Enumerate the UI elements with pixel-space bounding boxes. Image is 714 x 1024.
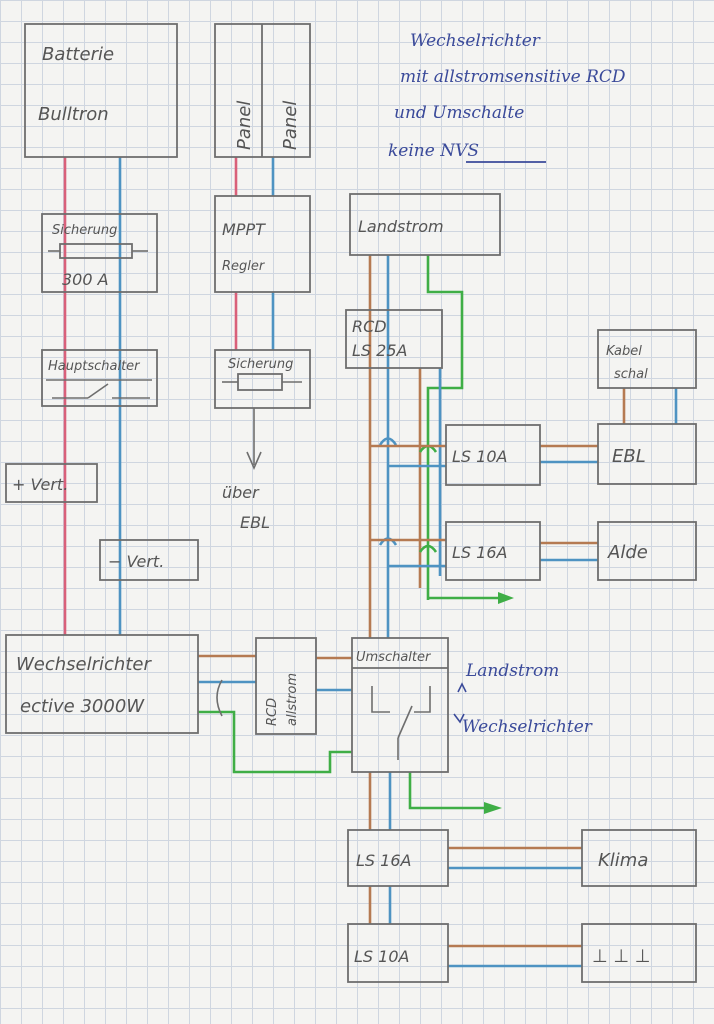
minus-dist-label: − Vert. [108, 552, 164, 571]
shore-power-box: Landstrom [349, 193, 501, 256]
hop-mark-3 [378, 537, 398, 546]
solar-fuse-label: Sicherung [228, 357, 293, 372]
hop-mark-4 [418, 544, 438, 553]
switch-note-top: Landstrom [465, 661, 559, 681]
shore-earth-wire [426, 255, 464, 600]
panel-1-label: Panel [234, 101, 255, 150]
battery-label-1: Batterie [42, 44, 114, 65]
ls-16a-box-2: LS 16A [347, 829, 449, 887]
ls-16a-label-1: LS 16A [452, 543, 507, 562]
hop-mark-1 [378, 437, 398, 446]
battery-label-2: Bulltron [38, 104, 109, 125]
mppt-label-1: MPPT [222, 220, 266, 239]
ls-10a-label-1: LS 10A [452, 447, 507, 466]
switch-contact-right [414, 686, 431, 713]
shore-power-label: Landstrom [358, 217, 444, 236]
alde-box: Alde [597, 521, 697, 581]
ebl-label: EBL [612, 446, 646, 467]
switch-note-bottom: Wechselrichter [462, 717, 593, 737]
ebl-arrowhead [246, 451, 262, 470]
panel-2-label: Panel [280, 101, 301, 150]
changeover-box: Umschalter [351, 637, 449, 773]
klima-label: Klima [598, 850, 648, 871]
sockets-symbol: ⊥ ⊥ ⊥ [592, 946, 650, 967]
solar-fuse-box: Sicherung [214, 349, 311, 409]
battery-box: Batterie Bulltron [24, 23, 178, 158]
note-line-3: und Umschalte [394, 103, 524, 123]
switch-blade [397, 705, 413, 739]
cable-drum-label-1: Kabel [606, 344, 642, 359]
rcd-ls-label-2: LS 25A [352, 341, 407, 360]
klima-box: Klima [581, 829, 697, 887]
panels-box: Panel Panel [214, 23, 311, 158]
ebl-note-2: EBL [240, 513, 270, 532]
main-fuse-rating: 300 A [62, 270, 109, 289]
ebl-note: über EBL [222, 483, 270, 532]
alde-label: Alde [607, 542, 648, 563]
ls-16a-label-2: LS 16A [356, 851, 411, 870]
ls-10a-box-2: LS 10A [347, 923, 449, 983]
inverter-earth-wire [198, 710, 352, 774]
plus-dist-label: + Vert. [12, 475, 68, 494]
main-switch-label: Hauptschalter [48, 359, 141, 374]
inverter-label-2: ective 3000W [20, 696, 145, 717]
earth-arrowhead-2 [484, 802, 502, 814]
earth-arrowhead-1 [498, 592, 514, 604]
main-fuse-label: Sicherung [52, 223, 117, 238]
ebl-box: EBL [597, 423, 697, 485]
note-line-1: Wechselrichter [410, 31, 541, 51]
ls-10a-box-1: LS 10A [445, 424, 541, 486]
switch-contact-left [371, 686, 390, 713]
ls-10a-label-2: LS 10A [354, 947, 409, 966]
up-arrow-icon [457, 682, 467, 693]
mppt-label-2: Regler [222, 259, 266, 274]
title-note: Wechselrichter mit allstromsensitive RCD… [388, 31, 626, 163]
dc-wires [63, 157, 275, 635]
minus-dist-box: − Vert. [99, 539, 199, 581]
rcd-ls-box: RCD LS 25A [345, 309, 443, 369]
sockets-box: ⊥ ⊥ ⊥ [581, 923, 697, 983]
inverter-box: Wechselrichter ective 3000W [5, 634, 199, 734]
cable-drum-label-2: schal [614, 367, 648, 382]
inverter-label-1: Wechselrichter [16, 654, 152, 675]
rcd-allstrom-label-2: allstrom [285, 673, 300, 726]
cable-drum-box: Kabel schal [597, 329, 697, 389]
mppt-box: MPPT Regler [214, 195, 311, 293]
plus-dist-box: + Vert. [5, 463, 98, 503]
switch-earth-out [408, 772, 486, 810]
main-fuse-box: Sicherung 300 A [41, 213, 158, 293]
main-switch-box: Hauptschalter [41, 349, 158, 407]
switch-note: Landstrom Wechselrichter [453, 661, 593, 737]
earth-bridge [216, 679, 223, 717]
note-line-4: keine NVS [388, 141, 479, 161]
note-line-2: mit allstromsensitive RCD [400, 67, 626, 87]
down-arrow-icon [453, 713, 465, 724]
rcd-allstrom-box: RCD allstrom [255, 637, 317, 735]
ebl-note-1: über [222, 483, 260, 502]
rcd-allstrom-label-1: RCD [265, 698, 280, 726]
ls-16a-box-1: LS 16A [445, 521, 541, 581]
changeover-label: Umschalter [356, 650, 432, 665]
ac-wires [198, 255, 678, 968]
solar-fuse-symbol [237, 373, 283, 391]
rcd-ls-label-1: RCD [352, 317, 387, 336]
